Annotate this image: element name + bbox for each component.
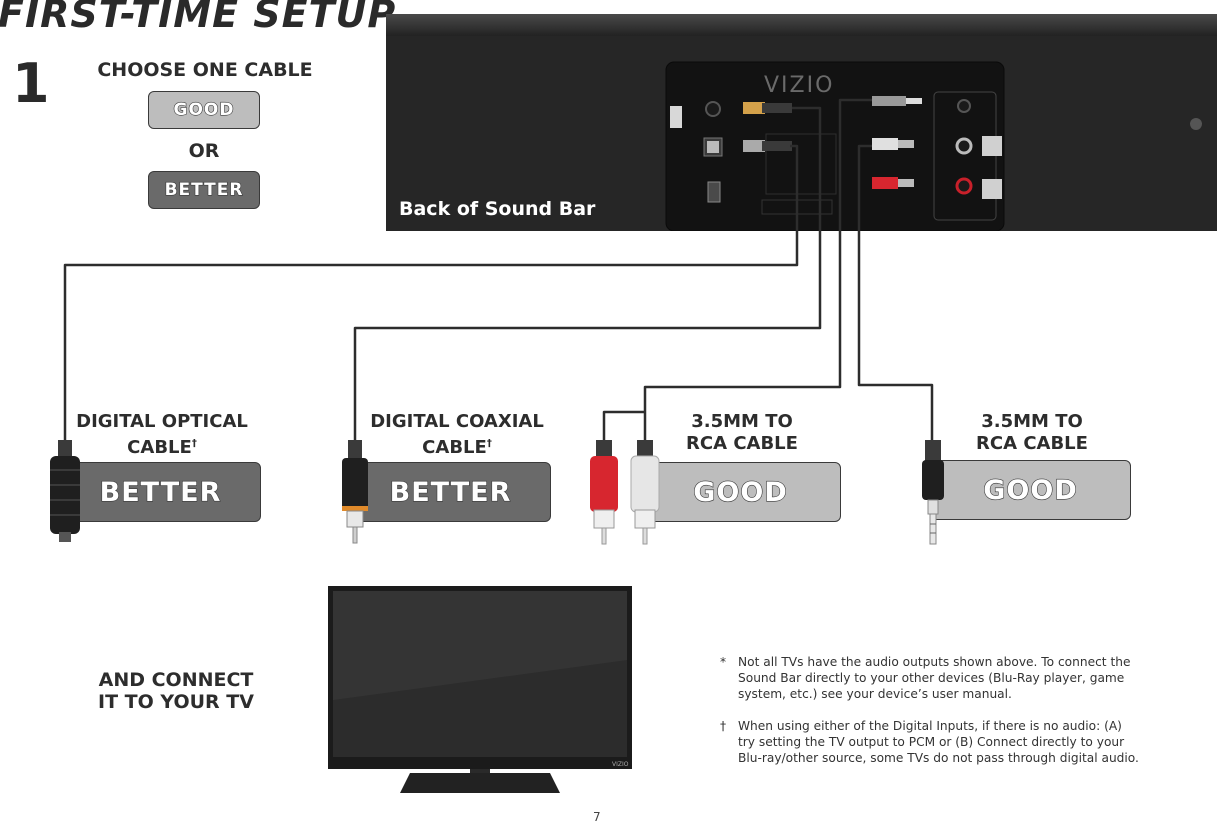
coaxial-plug-icon (342, 440, 368, 544)
optical-wire (63, 144, 799, 450)
footnote-dagger: † When using either of the Digital Input… (720, 719, 1139, 765)
page-title: FIRST-TIME SETUP (0, 0, 397, 36)
legend-better-badge: BETTER (148, 171, 260, 209)
coax-wire (353, 106, 822, 450)
or-text: OR (188, 140, 220, 162)
rca-split-wire (602, 410, 645, 450)
rca-rating-badge: GOOD (640, 462, 841, 522)
panel-label: Back of Sound Bar (399, 198, 596, 220)
optical-rating-badge: BETTER (60, 462, 261, 522)
rca-white-plug-icon (630, 440, 660, 545)
choose-heading: CHOOSE ONE CABLE (97, 59, 313, 81)
tv-brand: VIZIO (612, 761, 629, 768)
sound-bar-back-illustration: VIZIO (386, 14, 1217, 231)
cable-heading-rca: 3.5MM TO RCA CABLE (686, 411, 798, 454)
legend-good-badge: GOOD (148, 91, 260, 129)
coaxial-rating-badge: BETTER (350, 462, 551, 522)
footnote-asterisk: * Not all TVs have the audio outputs sho… (720, 655, 1131, 701)
panel-brand: VIZIO (764, 73, 834, 98)
aux-plug-icon (922, 440, 944, 545)
cable-heading-optical: DIGITAL OPTICAL CABLE† (76, 411, 248, 458)
optical-plug-icon (50, 440, 80, 542)
cable-heading-coaxial: DIGITAL COAXIAL CABLE† (370, 411, 544, 458)
sound-bar-back-panel: VIZIO (386, 14, 1217, 231)
page-number: 7 (593, 810, 601, 824)
footnotes: * Not all TVs have the audio outputs sho… (720, 654, 1140, 782)
aux-wire (857, 144, 934, 445)
rca-red-plug-icon (590, 440, 618, 545)
step-number: 1 (12, 52, 50, 115)
rca-wire (643, 98, 872, 450)
connect-heading: AND CONNECT IT TO YOUR TV (98, 669, 254, 713)
tv-illustration: VIZIO (328, 586, 632, 793)
aux-rating-badge: GOOD (930, 460, 1131, 520)
cable-heading-aux: 3.5MM TO RCA CABLE (976, 411, 1088, 454)
